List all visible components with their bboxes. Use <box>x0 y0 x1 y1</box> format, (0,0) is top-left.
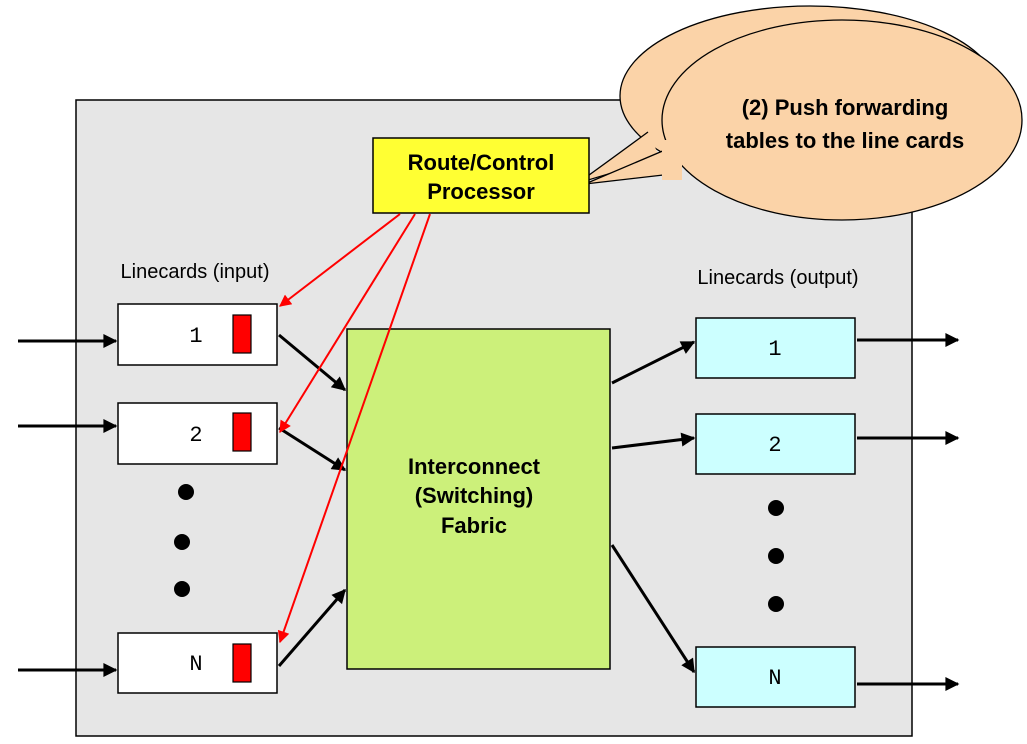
input-linecard-2: 2 <box>117 402 278 465</box>
output-linecards-label: Linecards (output) <box>697 267 858 289</box>
output-linecard-2: 2 <box>695 413 856 475</box>
callout-text-line2: tables to the line cards <box>726 128 964 153</box>
input-linecard-2-label: 2 <box>189 423 202 448</box>
input-linecard-1: 1 <box>117 303 278 366</box>
output-linecard-n: N <box>695 646 856 708</box>
ellipsis-dot <box>174 534 190 550</box>
fabric-label-line3: Fabric <box>441 513 507 538</box>
linecard-to-fabric-arrow <box>278 426 347 472</box>
push-table-arrow <box>279 213 416 434</box>
input-linecard-1-label: 1 <box>189 324 202 349</box>
route-control-processor <box>372 137 590 214</box>
ellipsis-dot <box>174 581 190 597</box>
fabric-label-line1: Interconnect <box>408 454 541 479</box>
fabric-to-linecard-arrow <box>610 544 696 674</box>
linecard-to-fabric-arrow <box>278 333 347 392</box>
ellipsis-dot <box>768 548 784 564</box>
output-linecard-1: 1 <box>695 317 856 379</box>
input-linecards-label: Linecards (input) <box>121 261 270 283</box>
output-linecard-2-label: 2 <box>768 433 781 458</box>
linecard-to-fabric-arrow <box>277 588 347 667</box>
callout-text-line1: (2) Push forwarding <box>742 95 949 120</box>
input-linecard-n-label: N <box>189 652 202 677</box>
forwarding-table-marker <box>232 643 252 683</box>
ellipsis-dot <box>768 500 784 516</box>
switching-fabric <box>346 328 611 670</box>
forwarding-table-marker <box>232 412 252 452</box>
processor-label-line1: Route/Control <box>408 150 555 175</box>
ellipsis-dot <box>768 596 784 612</box>
output-linecard-n-label: N <box>768 666 781 691</box>
input-linecard-n: N <box>117 632 278 694</box>
forwarding-table-marker <box>232 314 252 354</box>
push-table-arrow <box>277 213 431 644</box>
output-linecard-1-label: 1 <box>768 337 781 362</box>
ellipsis-dot <box>178 484 194 500</box>
callout-bubble <box>577 5 1023 221</box>
processor-label-line2: Processor <box>427 179 535 204</box>
push-table-arrow <box>279 213 401 307</box>
fabric-label-line2: (Switching) <box>415 483 534 508</box>
fabric-to-linecard-arrow <box>611 432 696 450</box>
fabric-to-linecard-arrow <box>611 340 696 385</box>
